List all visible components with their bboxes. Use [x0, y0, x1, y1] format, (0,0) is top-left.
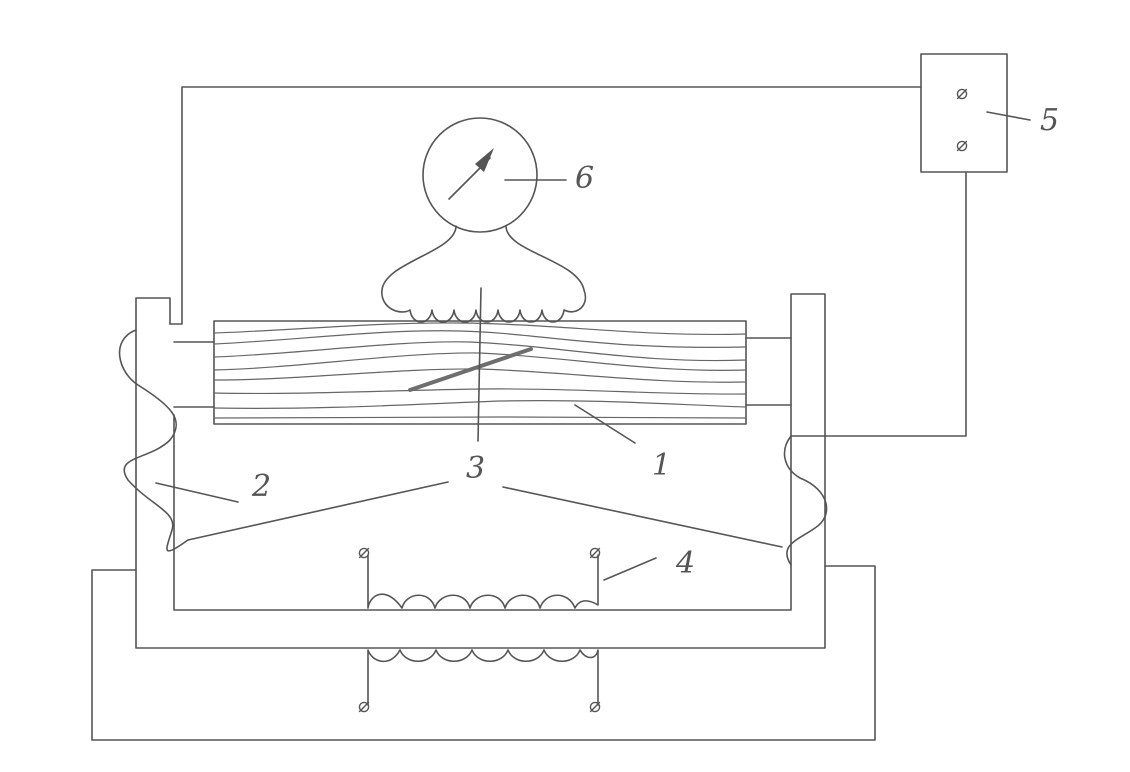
power-box-terminal-bottom: ⌀: [956, 132, 968, 156]
outer-coil-terminal-right: ⌀: [589, 693, 601, 717]
leader-5: [986, 111, 1031, 121]
outer-coil-terminal-left: ⌀: [358, 693, 370, 717]
meter-dial: [422, 117, 538, 233]
inner-heater-coil: [367, 554, 599, 609]
leader-2: [155, 482, 239, 503]
left-electrode-wave: [118, 329, 189, 552]
wire-left-to-box: [169, 86, 922, 325]
outer-heater-coil: [367, 649, 599, 706]
meter-arrow: [448, 148, 494, 200]
leader-1: [574, 404, 636, 444]
specimen-right-rods: [745, 337, 792, 406]
container-outer: [135, 293, 826, 649]
specimen-flow-lines: [213, 322, 747, 419]
inner-coil-terminal-right: ⌀: [589, 539, 601, 563]
label-meter: 6: [575, 161, 594, 196]
meter-stand: [381, 225, 587, 323]
label-specimen: 1: [652, 448, 671, 483]
leader-4: [603, 557, 657, 581]
right-electrode-wave: [783, 435, 828, 566]
label-needle: 3: [466, 451, 485, 486]
wire-right-to-box: [790, 171, 967, 437]
needle-probe: [477, 287, 482, 442]
power-box: [920, 53, 1008, 173]
label-heater-coil: 4: [675, 546, 695, 581]
label-power-box: 5: [1040, 103, 1059, 138]
specimen-crack: [408, 347, 533, 392]
inner-coil-terminal-left: ⌀: [358, 539, 370, 563]
specimen-left-rods: [173, 341, 215, 408]
left-electrode-wire: [187, 481, 449, 541]
base-frame: [91, 565, 876, 741]
right-electrode-wire: [502, 486, 783, 548]
power-box-terminal-top: ⌀: [956, 80, 968, 104]
label-electrode: 2: [251, 469, 271, 504]
